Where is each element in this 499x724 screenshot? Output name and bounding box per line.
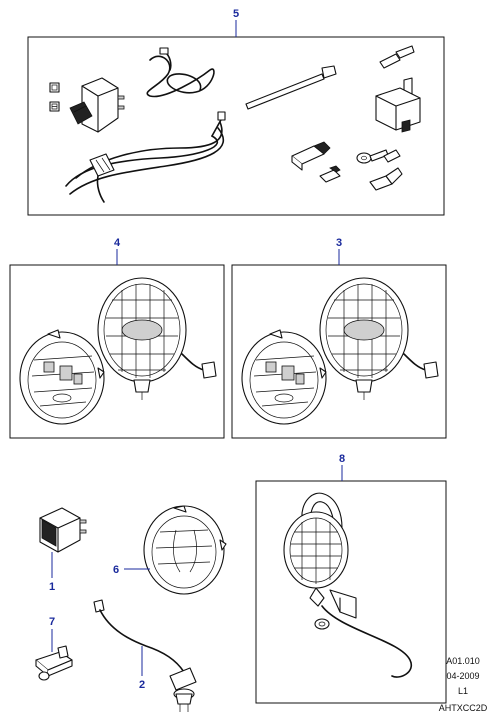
callout-6[interactable]: 6 — [113, 564, 119, 576]
rocker-switch-icon — [69, 77, 125, 133]
reference-id: AHTXCC2D — [439, 703, 488, 713]
callout-5[interactable]: 5 — [233, 8, 239, 20]
bulb-lead-icon — [93, 599, 197, 712]
terminal-set-icon — [291, 141, 403, 191]
lamp-cover-icon-2 — [241, 329, 327, 425]
kit-5-group: 5 — [27, 8, 445, 216]
driving-lamp-icon-2 — [319, 277, 439, 400]
fuse-icon — [379, 45, 415, 69]
wiring-harness-icon — [65, 111, 226, 203]
part-2-group: 2 — [93, 599, 197, 712]
reference-code: A01.010 — [446, 656, 480, 666]
callout-8[interactable]: 8 — [339, 453, 345, 465]
reference-block: A01.010 04-2009 L1 AHTXCC2D — [439, 656, 488, 713]
part-7-group: 7 — [35, 616, 73, 681]
work-lamp-icon — [283, 492, 413, 678]
callout-4[interactable]: 4 — [114, 237, 121, 249]
cable-tie-icon — [245, 65, 337, 110]
kit-3-group: 3 — [231, 237, 447, 439]
callout-2[interactable]: 2 — [139, 679, 145, 691]
part-8-box — [255, 480, 447, 704]
reference-date: 04-2009 — [446, 671, 479, 681]
rocker-switch-icon-2 — [39, 507, 87, 553]
callout-1[interactable]: 1 — [49, 581, 55, 593]
relay-icon — [375, 77, 421, 133]
coiled-wire-icon — [146, 47, 215, 98]
driving-lamp-icon — [97, 277, 217, 400]
bulb-holder-icon — [35, 645, 73, 681]
part-8-group: 8 — [255, 453, 447, 704]
callout-3[interactable]: 3 — [336, 237, 342, 249]
lamp-lens-icon — [143, 505, 227, 595]
part-1-group: 1 — [39, 507, 87, 593]
switch-symbol-icons — [49, 82, 60, 112]
kit-4-group: 4 — [9, 237, 225, 439]
reference-level: L1 — [458, 686, 468, 696]
callout-7[interactable]: 7 — [49, 616, 55, 628]
lamp-cover-icon — [19, 329, 105, 425]
part-6-group: 6 — [113, 505, 227, 595]
